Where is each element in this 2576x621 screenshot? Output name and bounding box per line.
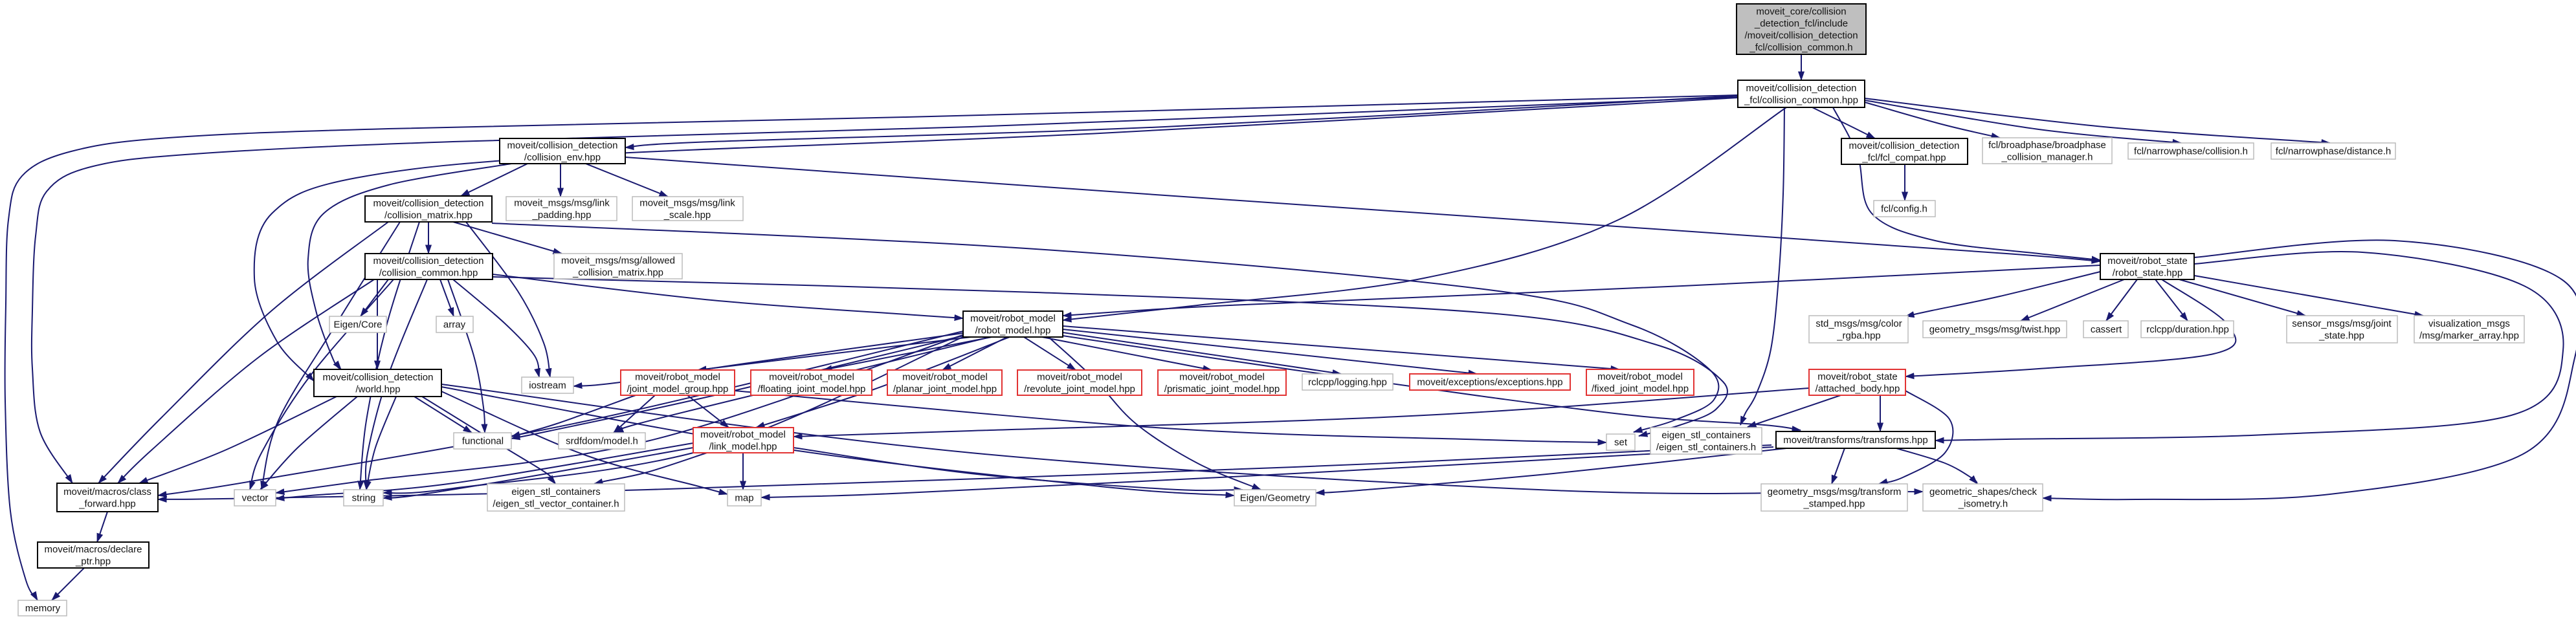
svg-text:moveit/robot_state: moveit/robot_state (1817, 371, 1897, 382)
svg-text:moveit/transforms/transforms.h: moveit/transforms/transforms.hpp (1783, 435, 1927, 446)
svg-text:_padding.hpp: _padding.hpp (532, 210, 592, 221)
svg-text:_rgba.hpp: _rgba.hpp (1836, 331, 1881, 342)
svg-text:/planar_joint_model.hpp: /planar_joint_model.hpp (893, 384, 997, 395)
svg-text:moveit/robot_model: moveit/robot_model (1597, 371, 1683, 382)
svg-text:moveit/robot_state: moveit/robot_state (2107, 256, 2187, 267)
svg-text:std_msgs/msg/color: std_msgs/msg/color (1815, 318, 1902, 329)
svg-text:geometric_shapes/check: geometric_shapes/check (1929, 486, 2037, 497)
svg-text:geometry_msgs/msg/transform: geometry_msgs/msg/transform (1768, 486, 1902, 497)
svg-text:Eigen/Geometry: Eigen/Geometry (1240, 493, 1311, 504)
svg-text:moveit/collision_detection: moveit/collision_detection (507, 140, 618, 151)
svg-text:moveit/robot_model: moveit/robot_model (1179, 372, 1265, 383)
svg-text:moveit/collision_detection: moveit/collision_detection (323, 372, 434, 383)
svg-text:moveit_msgs/msg/allowed: moveit_msgs/msg/allowed (561, 255, 675, 266)
svg-text:/robot_state.hpp: /robot_state.hpp (2113, 267, 2182, 278)
svg-text:array: array (443, 320, 466, 331)
svg-text:/moveit/collision_detection: /moveit/collision_detection (1744, 30, 1858, 41)
svg-text:/link_model.hpp: /link_model.hpp (709, 441, 777, 452)
svg-text:/fixed_joint_model.hpp: /fixed_joint_model.hpp (1592, 384, 1689, 395)
svg-text:moveit/robot_model: moveit/robot_model (635, 372, 720, 383)
svg-text:/eigen_stl_containers.h: /eigen_stl_containers.h (1656, 442, 1756, 453)
svg-text:set: set (1614, 437, 1628, 448)
svg-text:moveit/collision_detection: moveit/collision_detection (373, 256, 484, 267)
svg-text:_collision_matrix.hpp: _collision_matrix.hpp (572, 267, 663, 278)
svg-text:_fcl/collision_common.h: _fcl/collision_common.h (1749, 42, 1852, 53)
svg-text:_fcl/fcl_compat.hpp: _fcl/fcl_compat.hpp (1861, 152, 1946, 163)
svg-text:/collision_env.hpp: /collision_env.hpp (524, 152, 601, 163)
svg-text:_collision_manager.h: _collision_manager.h (2001, 151, 2093, 162)
svg-text:_fcl/collision_common.hpp: _fcl/collision_common.hpp (1744, 94, 1858, 105)
svg-text:sensor_msgs/msg/joint: sensor_msgs/msg/joint (2292, 318, 2392, 329)
svg-text:_stamped.hpp: _stamped.hpp (1803, 499, 1865, 510)
svg-text:string: string (352, 493, 376, 504)
svg-text:fcl/broadphase/broadphase: fcl/broadphase/broadphase (1988, 140, 2106, 151)
svg-text:/attached_body.hpp: /attached_body.hpp (1815, 384, 1900, 395)
svg-text:moveit/robot_model: moveit/robot_model (1037, 372, 1122, 383)
svg-text:eigen_stl_containers: eigen_stl_containers (1661, 430, 1751, 441)
svg-text:/eigen_stl_vector_container.h: /eigen_stl_vector_container.h (493, 499, 619, 510)
svg-text:fcl/config.h: fcl/config.h (1881, 204, 1927, 215)
svg-text:vector: vector (242, 493, 269, 504)
svg-text:moveit/macros/declare: moveit/macros/declare (45, 544, 142, 555)
svg-text:/floating_joint_model.hpp: /floating_joint_model.hpp (758, 384, 866, 395)
svg-text:_state.hpp: _state.hpp (2318, 331, 2364, 342)
svg-text:moveit/collision_detection: moveit/collision_detection (373, 198, 484, 209)
svg-text:/msg/marker_array.hpp: /msg/marker_array.hpp (2419, 331, 2519, 342)
svg-text:_ptr.hpp: _ptr.hpp (75, 556, 111, 567)
svg-text:_isometry.h: _isometry.h (1958, 499, 2008, 510)
svg-text:functional: functional (462, 436, 504, 447)
svg-text:fcl/narrowphase/distance.h: fcl/narrowphase/distance.h (2276, 146, 2391, 157)
svg-text:/robot_model.hpp: /robot_model.hpp (975, 325, 1051, 336)
svg-text:_detection_fcl/include: _detection_fcl/include (1754, 18, 1848, 29)
svg-text:rclcpp/logging.hpp: rclcpp/logging.hpp (1308, 377, 1387, 388)
svg-text:/prismatic_joint_model.hpp: /prismatic_joint_model.hpp (1164, 384, 1280, 395)
svg-text:moveit/collision_detection: moveit/collision_detection (1849, 140, 1960, 151)
svg-text:_scale.hpp: _scale.hpp (663, 210, 711, 221)
svg-text:memory: memory (25, 603, 61, 614)
svg-text:moveit_msgs/msg/link: moveit_msgs/msg/link (514, 197, 610, 208)
svg-text:moveit_core/collision: moveit_core/collision (1756, 6, 1846, 17)
svg-text:srdfdom/model.h: srdfdom/model.h (566, 436, 638, 447)
svg-text:moveit/robot_model: moveit/robot_model (970, 313, 1056, 324)
svg-text:moveit/collision_detection: moveit/collision_detection (1746, 83, 1857, 94)
svg-text:iostream: iostream (529, 380, 566, 391)
svg-text:fcl/narrowphase/collision.h: fcl/narrowphase/collision.h (2134, 146, 2248, 157)
svg-text:/collision_matrix.hpp: /collision_matrix.hpp (384, 210, 472, 221)
svg-text:moveit_msgs/msg/link: moveit_msgs/msg/link (639, 197, 735, 208)
svg-text:geometry_msgs/msg/twist.hpp: geometry_msgs/msg/twist.hpp (1929, 324, 2061, 335)
svg-text:/revolute_joint_model.hpp: /revolute_joint_model.hpp (1024, 384, 1135, 395)
svg-text:moveit/macros/class: moveit/macros/class (63, 486, 151, 497)
svg-text:moveit/robot_model: moveit/robot_model (769, 372, 854, 383)
svg-text:map: map (735, 493, 753, 504)
svg-text:Eigen/Core: Eigen/Core (333, 320, 382, 331)
svg-text:_forward.hpp: _forward.hpp (78, 499, 136, 510)
svg-text:moveit/robot_model: moveit/robot_model (902, 372, 988, 383)
svg-text:/world.hpp: /world.hpp (355, 384, 400, 395)
svg-text:cassert: cassert (2091, 324, 2122, 335)
svg-text:/joint_model_group.hpp: /joint_model_group.hpp (627, 384, 729, 395)
svg-text:eigen_stl_containers: eigen_stl_containers (511, 486, 601, 497)
svg-text:/collision_common.hpp: /collision_common.hpp (379, 267, 478, 278)
svg-text:rclcpp/duration.hpp: rclcpp/duration.hpp (2146, 324, 2229, 335)
svg-text:moveit/robot_model: moveit/robot_model (700, 430, 786, 441)
svg-text:moveit/exceptions/exceptions.h: moveit/exceptions/exceptions.hpp (1417, 377, 1562, 388)
svg-text:visualization_msgs: visualization_msgs (2428, 318, 2510, 329)
